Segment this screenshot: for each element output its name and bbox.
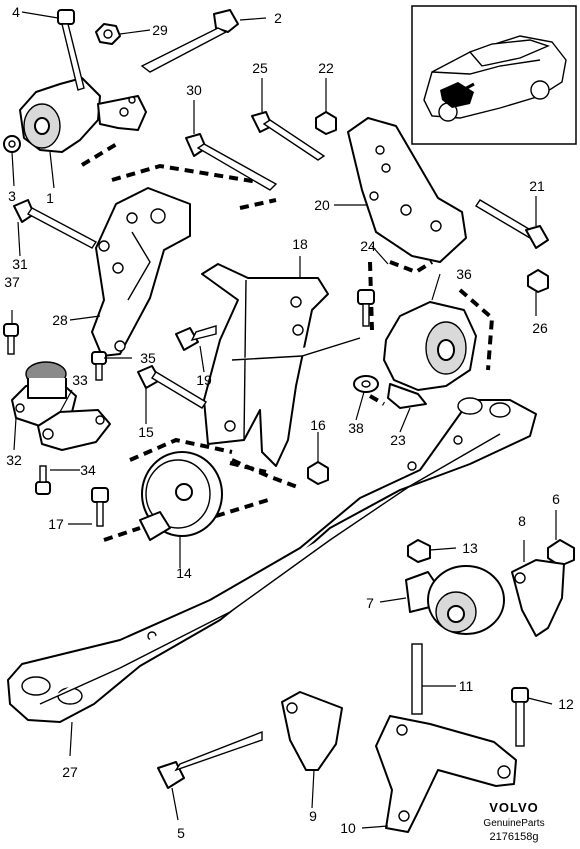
callout-4: 4 [12,4,20,20]
washer-38 [353,375,379,393]
callout-29: 29 [152,22,168,38]
bracket-33 [37,409,111,451]
bracket-10 [375,715,517,833]
callout-32: 32 [6,452,22,468]
bolt-12 [511,687,529,747]
callout-21: 21 [529,178,545,194]
callout-19: 19 [196,372,212,388]
bracket-18 [201,263,361,467]
bolt-31 [13,199,98,249]
bolt-34 [35,465,51,495]
bolt-37 [3,323,19,355]
engine-mount-upper [19,77,147,153]
brand-tagline: GenuineParts [483,818,544,829]
callout-22: 22 [318,60,334,76]
bolt-30 [185,133,278,191]
nut-22 [315,111,337,135]
callout-13: 13 [462,540,478,556]
callout-16: 16 [310,417,326,433]
callout-17: 17 [48,516,64,532]
callout-2: 2 [274,10,282,26]
bolt-17 [91,487,109,527]
callout-9: 9 [309,808,317,824]
cover-8 [511,559,565,637]
callout-26: 26 [532,320,548,336]
callout-27: 27 [62,764,78,780]
callout-38: 38 [348,420,364,436]
callout-14: 14 [176,565,192,581]
nut-3 [3,135,21,153]
bolt-25 [251,111,326,161]
callout-37: 37 [4,274,20,290]
bolt-19 [175,325,217,351]
nut-13 [407,539,431,563]
drawing-code: 2176158g [490,831,539,843]
lower-mount-7 [405,565,505,635]
callout-7: 7 [366,595,374,611]
front-mount-14 [139,451,223,541]
callout-35: 35 [140,350,156,366]
nut-16 [307,461,329,485]
subframe-27 [7,397,537,723]
callout-30: 30 [186,82,202,98]
callout-12: 12 [558,696,574,712]
mount-32 [11,361,77,427]
callout-6: 6 [552,491,560,507]
stud-11 [411,643,423,715]
bolt-5 [157,730,263,789]
leader-lines [11,11,557,829]
bolt-35 [91,351,107,381]
callout-11: 11 [459,678,474,694]
nut-29 [95,23,121,45]
callout-28: 28 [52,312,68,328]
callout-8: 8 [518,513,526,529]
bracket-28 [91,187,191,357]
bolt-21 [475,199,549,249]
callout-20: 20 [314,197,330,213]
brand-logo-text: VOLVO [489,800,539,815]
callout-24: 24 [360,238,376,254]
rear-mount-36 [383,301,477,409]
car-inset-view [411,5,577,145]
bracket-20 [347,117,467,263]
callout-15: 15 [138,424,154,440]
callout-labels: 1 2 3 4 5 6 7 8 9 10 11 12 13 14 15 16 1… [4,4,574,841]
callout-1: 1 [46,190,54,206]
callout-36: 36 [456,266,472,282]
bolt-4 [57,9,85,91]
callout-18: 18 [292,236,308,252]
callout-34: 34 [80,462,96,478]
callout-23: 23 [390,432,406,448]
callout-5: 5 [177,825,185,841]
nut-6 [547,539,575,567]
bolt-2 [140,9,239,73]
cover-9 [281,691,343,771]
brand-block: VOLVO GenuineParts 2176158g [483,800,544,843]
callout-31: 31 [12,256,28,272]
callout-25: 25 [252,60,268,76]
bolt-24 [357,289,375,327]
callout-3: 3 [8,188,16,204]
callout-33: 33 [72,372,88,388]
nut-26 [527,269,549,293]
callout-10: 10 [340,820,356,836]
bolt-15 [137,365,207,409]
